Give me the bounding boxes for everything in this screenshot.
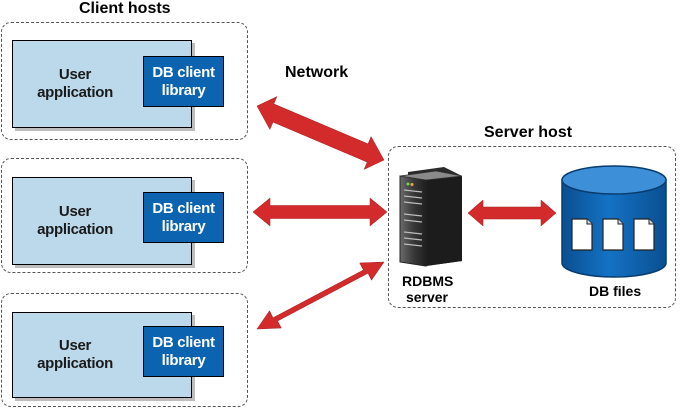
server-host-title: Server host (484, 124, 573, 141)
client-hosts-title: Client hosts (79, 0, 171, 17)
server-rack-icon (399, 167, 463, 267)
network-arrow-3 (256, 261, 385, 330)
document-icon (602, 218, 624, 251)
network-label: Network (285, 64, 349, 81)
network-arrow-2 (252, 197, 388, 227)
database-cylinder-icon (561, 165, 667, 278)
document-icon (633, 218, 655, 251)
network-arrow-1 (256, 96, 385, 170)
document-icon (571, 218, 593, 251)
server-db-arrow (467, 199, 557, 227)
db-files-label: DB files (589, 283, 642, 299)
